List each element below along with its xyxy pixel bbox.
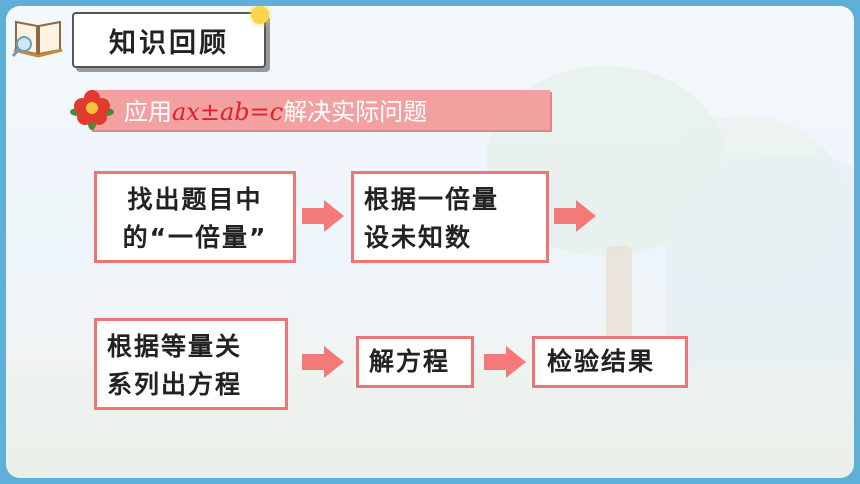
section-title-box: 知识回顾	[72, 12, 266, 68]
flow-step-set-unknown: 根据一倍量 设未知数	[351, 171, 549, 263]
step-text-line: 设未知数	[364, 223, 473, 252]
formula-part: ax	[172, 98, 200, 126]
step-text-line: 根据一倍量	[364, 185, 500, 214]
formula-part: ab=c	[219, 98, 284, 126]
arrow-right-icon	[302, 200, 344, 232]
flow-step-write-equation: 根据等量关 系列出方程	[94, 318, 288, 410]
step-text-line: 根据等量关	[107, 332, 243, 361]
step-text-line: 的“一倍量”	[122, 223, 268, 252]
step-text-line: 解方程	[369, 347, 451, 376]
topic-banner	[90, 90, 550, 130]
step-text-line: 找出题目中	[127, 185, 263, 214]
arrow-right-icon	[302, 346, 344, 378]
flow-step-solve-equation: 解方程	[356, 336, 474, 388]
sun-icon	[251, 6, 269, 24]
formula-part: ±	[199, 98, 220, 126]
step-text-line: 检验结果	[547, 347, 656, 376]
flow-step-find-unit-quantity: 找出题目中 的“一倍量”	[94, 171, 296, 263]
arrow-right-icon	[554, 200, 596, 232]
step-text-line: 系列出方程	[107, 370, 243, 399]
banner-prefix: 应用	[124, 98, 172, 126]
arrow-right-icon	[484, 346, 526, 378]
flower-icon	[70, 90, 114, 130]
slide: 知识回顾 应用ax±ab=c解决实际问题 找出题目中 的“一倍量” 根据一倍量 …	[6, 6, 854, 478]
page-title: 知识回顾	[109, 27, 229, 59]
banner-suffix: 解决实际问题	[283, 98, 428, 126]
topic-banner-text: 应用ax±ab=c解决实际问题	[124, 92, 427, 127]
book-icon	[11, 20, 63, 58]
flow-step-check-result: 检验结果	[532, 336, 688, 388]
